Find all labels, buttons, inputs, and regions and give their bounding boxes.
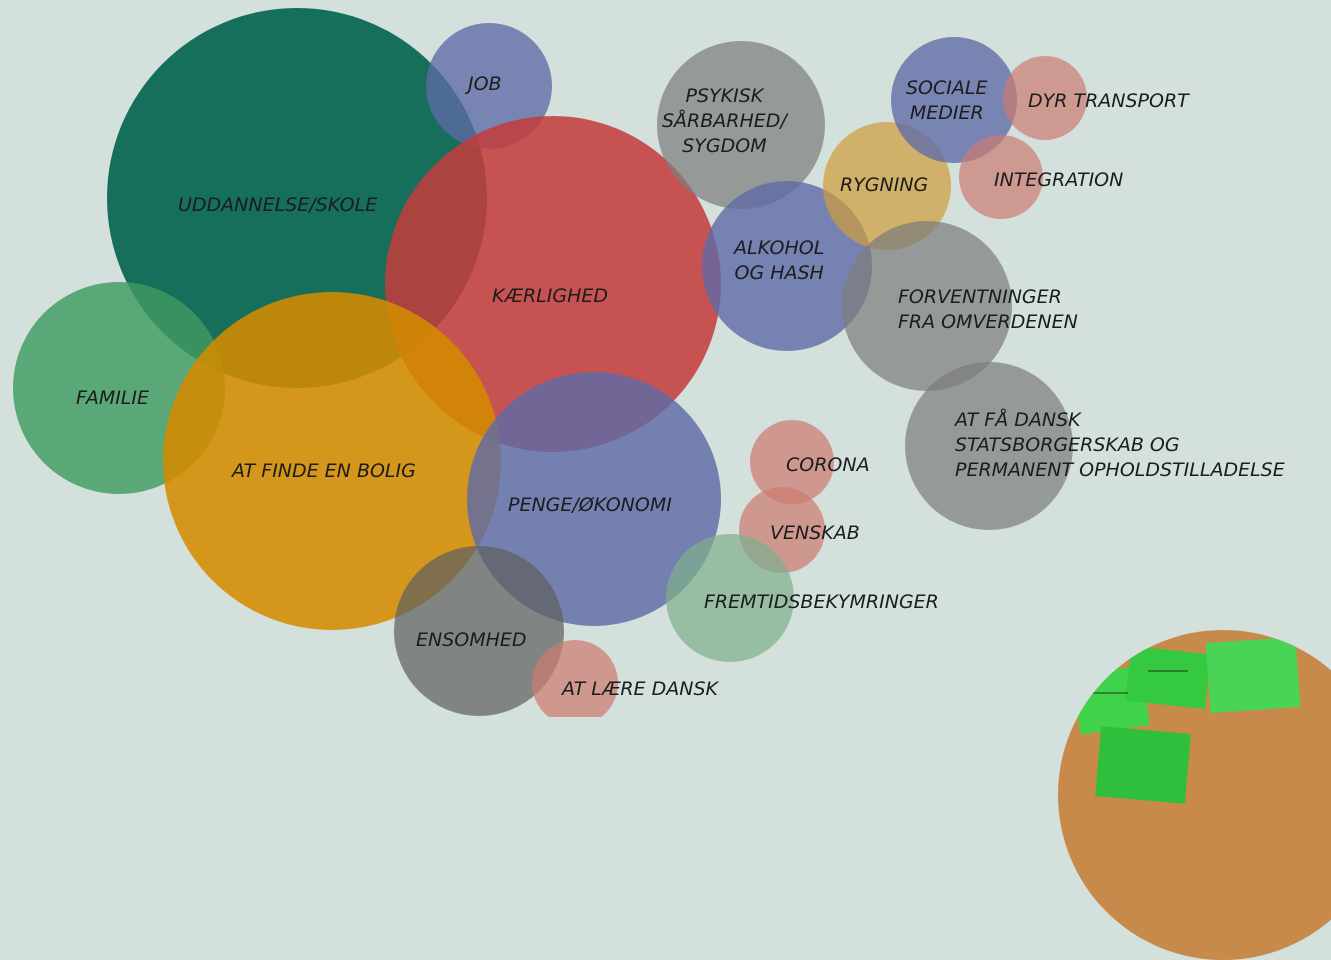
bubble-corona (750, 420, 834, 504)
label-line: AT FINDE EN BOLIG (232, 460, 416, 482)
label-kaerlighed: KÆRLIGHED (492, 284, 608, 309)
label-at-laere-dansk: AT LÆRE DANSK (562, 677, 718, 702)
label-uddannelse-skole: UDDANNELSE/SKOLE (178, 193, 377, 218)
label-line: FAMILIE (76, 387, 150, 409)
bubbles-layer (13, 8, 1087, 717)
bubble-ensomhed (394, 546, 564, 716)
label-line: INTEGRATION (994, 169, 1124, 191)
label-line: STATSBORGERSKAB OG (955, 434, 1180, 456)
bubble-laere-dansk (532, 640, 618, 717)
label-familie: FAMILIE (76, 386, 149, 411)
label-job: JOB (468, 72, 502, 97)
bubble-job (426, 23, 552, 149)
label-rygning: RYGNING (840, 173, 928, 198)
label-penge-oekonomi: PENGE/ØKONOMI (508, 493, 672, 518)
label-line: SOCIALE (906, 77, 988, 99)
label-ensomhed: ENSOMHED (416, 628, 527, 653)
label-line: PENGE/ØKONOMI (508, 494, 672, 516)
label-line: DYR TRANSPORT (1028, 90, 1189, 112)
bubble-rygning (823, 122, 951, 250)
label-line: FREMTIDSBEKYMRINGER (704, 591, 939, 613)
label-line: MEDIER (909, 102, 984, 124)
label-line: SÅRBARHED/ (662, 110, 787, 132)
label-line: ALKOHOL (734, 237, 825, 259)
label-integration: INTEGRATION (994, 168, 1123, 193)
label-line: CORONA (786, 454, 870, 476)
label-line: PERMANENT OPHOLDSTILLADELSE (955, 459, 1285, 481)
label-fremtidsbekymringer: FREMTIDSBEKYMRINGER (704, 590, 939, 615)
label-venskab: VENSKAB (770, 521, 860, 546)
bubble-integration (959, 135, 1043, 219)
bubble-alkohol (702, 181, 872, 351)
label-forventninger: FORVENTNINGER FRA OMVERDENEN (898, 285, 1078, 335)
label-line: OG HASH (734, 262, 824, 284)
label-line: AT FÅ DANSK (955, 409, 1081, 431)
label-line: FRA OMVERDENEN (898, 311, 1078, 333)
label-statsborgerskab: AT FÅ DANSK STATSBORGERSKAB OG PERMANENT… (955, 408, 1285, 483)
label-line: PSYKISK (685, 85, 764, 107)
bubble-psykisk (657, 41, 825, 209)
label-line: RYGNING (840, 174, 929, 196)
label-corona: CORONA (786, 453, 870, 478)
bubble-fremtid (666, 534, 794, 662)
topic-bubble-diagram: UDDANNELSE/SKOLE JOB KÆRLIGHED FAMILIE A… (13, 8, 1331, 960)
label-line: ENSOMHED (416, 629, 527, 651)
label-line: SYGDOM (682, 135, 767, 157)
bubble-sociale (891, 37, 1017, 163)
label-line: UDDANNELSE/SKOLE (178, 194, 378, 216)
bubble-dyr-transport (1003, 56, 1087, 140)
bubble-forventninger (842, 221, 1012, 391)
sticky-notes-photo-icon (1058, 630, 1331, 960)
label-dyr-transport: DYR TRANSPORT (1028, 89, 1189, 114)
label-line: AT LÆRE DANSK (562, 678, 718, 700)
bubble-penge (467, 372, 721, 626)
label-line: VENSKAB (770, 522, 860, 544)
label-line: JOB (468, 73, 502, 95)
label-sociale-medier: SOCIALE MEDIER (906, 76, 987, 126)
bubble-bolig (163, 292, 501, 630)
label-at-finde-en-bolig: AT FINDE EN BOLIG (232, 459, 416, 484)
label-line: KÆRLIGHED (492, 285, 609, 307)
label-line: FORVENTNINGER (898, 286, 1062, 308)
bubble-statsborgerskab (905, 362, 1073, 530)
label-psykisk-saarbarhed: PSYKISK SÅRBARHED/ SYGDOM (662, 84, 787, 159)
label-alkohol-og-hash: ALKOHOL OG HASH (734, 236, 824, 286)
